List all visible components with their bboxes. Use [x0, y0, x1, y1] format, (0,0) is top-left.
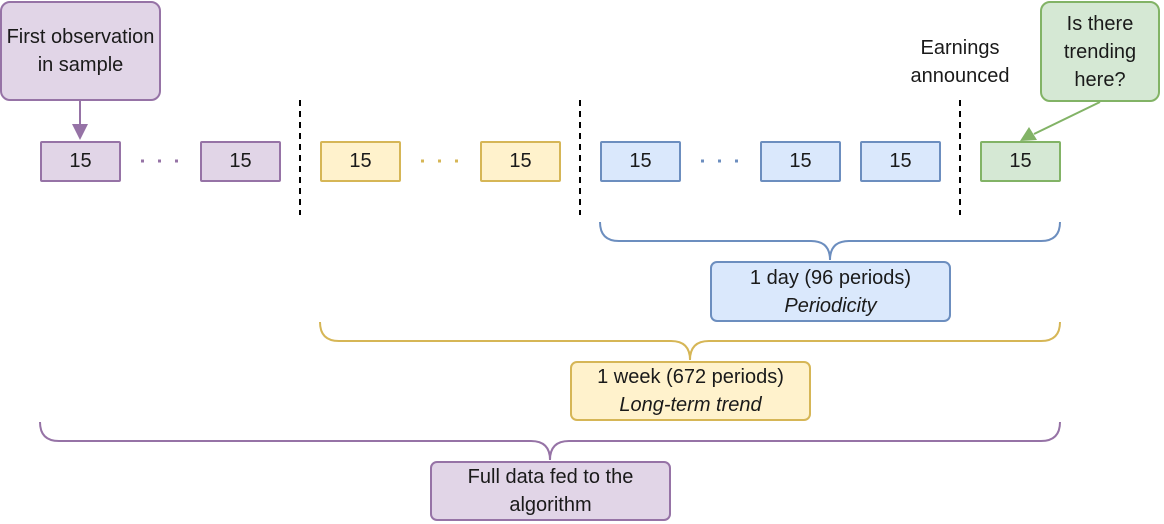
period-block-blue-last: 15 — [860, 141, 941, 182]
trending-question-callout: Is there trending here? — [1040, 1, 1160, 102]
trending-arrowhead — [1020, 127, 1037, 141]
full-data-label: Full data fed to the algorithm — [430, 461, 671, 521]
period-block-blue-first: 15 — [600, 141, 681, 182]
period-block-purple-last: 15 — [200, 141, 281, 182]
first-observation-text: First observation in sample — [6, 26, 155, 76]
earnings-announced-label: Earnings announced — [890, 34, 1030, 90]
full-label-line2: algorithm — [509, 494, 592, 516]
week-label-line2: Long-term trend — [619, 394, 762, 416]
period-block-yellow-last: 15 — [480, 141, 561, 182]
week-label-line1: 1 week (672 periods) — [597, 366, 784, 388]
earnings-announced-text: Earnings announced — [910, 37, 1010, 87]
full-label-line1: Full data fed to the — [467, 466, 634, 488]
day-periodicity-label: 1 day (96 periods) Periodicity — [710, 261, 951, 322]
period-block-blue-middle: 15 — [760, 141, 841, 182]
first-observation-callout: First observation in sample — [0, 1, 161, 101]
brace-full — [39, 421, 1061, 461]
brace-week — [319, 321, 1061, 361]
brace-day — [599, 221, 1061, 261]
trending-question-text: Is there trending here? — [1063, 12, 1137, 91]
trending-arrow — [1033, 101, 1101, 135]
first-observation-arrowhead — [72, 124, 88, 140]
period-block-green: 15 — [980, 141, 1061, 182]
day-label-line1: 1 day (96 periods) — [749, 266, 912, 289]
day-label-line2: Periodicity — [784, 294, 877, 317]
period-block-yellow-first: 15 — [320, 141, 401, 182]
period-block-purple-first: 15 — [40, 141, 121, 182]
week-trend-label: 1 week (672 periods) Long-term trend — [570, 361, 811, 421]
